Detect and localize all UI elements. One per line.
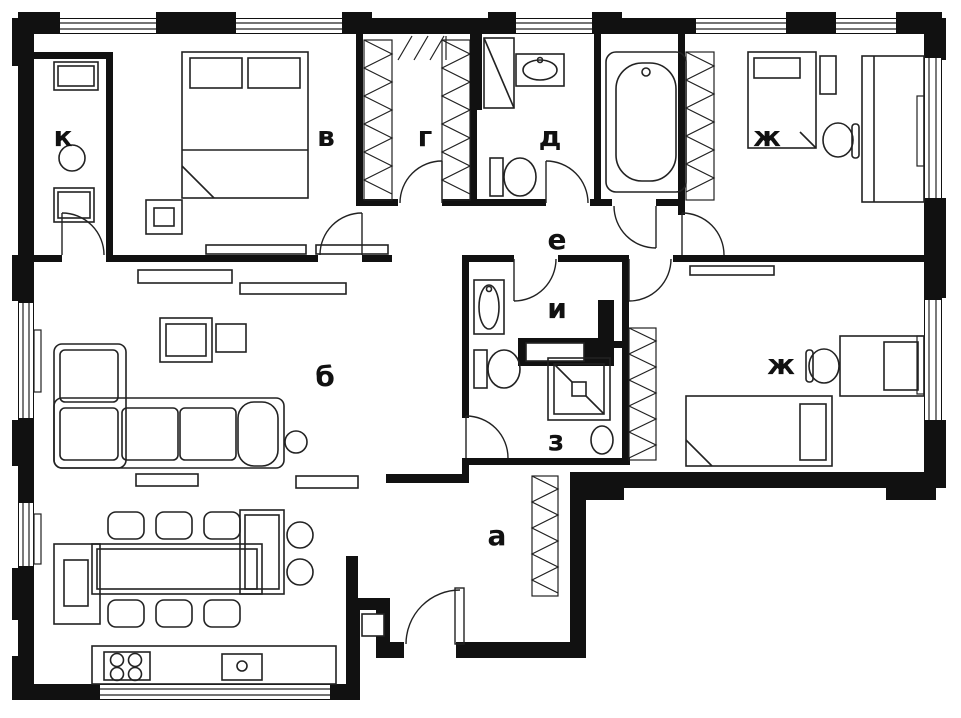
- bathtub: [605, 51, 687, 193]
- bed-single: [747, 51, 817, 149]
- wall-shelf: [689, 265, 775, 276]
- radiators: [33, 95, 925, 565]
- desk-chair: [805, 348, 840, 384]
- duct-box: [361, 613, 385, 637]
- desk-chair: [822, 122, 860, 159]
- cabinet: [159, 317, 213, 363]
- furniture-room-zh-top: [747, 51, 925, 203]
- nightstand: [145, 199, 183, 235]
- furniture-kitchen-dining: [53, 509, 337, 685]
- stool: [286, 521, 314, 549]
- furniture-room-z: [473, 349, 614, 455]
- nightstand: [819, 55, 837, 95]
- outer-walls: [18, 18, 942, 700]
- small-sink: [590, 425, 614, 455]
- room-label-e: е: [548, 223, 567, 256]
- furniture-room-b: [53, 269, 359, 489]
- window-desk: [861, 55, 925, 203]
- duct: [598, 300, 614, 340]
- desk: [839, 335, 925, 397]
- room-label-z: з: [548, 424, 564, 457]
- dining-table: [91, 543, 263, 595]
- door-room-z: [465, 415, 509, 459]
- furniture-room-v: [145, 51, 389, 255]
- closet-zh-top: [684, 51, 716, 201]
- room-label-a: а: [488, 519, 507, 552]
- furniture-room-i: [473, 279, 614, 366]
- furniture-room-zh-bottom: [685, 265, 925, 467]
- media-console: [239, 282, 347, 295]
- side-table: [284, 430, 308, 454]
- door-room-k: [61, 212, 105, 256]
- door-room-v: [319, 212, 363, 256]
- closet-zh-bottom: [627, 327, 658, 461]
- entrance-door: [405, 587, 465, 645]
- tv-console: [205, 244, 389, 255]
- cabinet-small: [215, 323, 247, 353]
- room-label-d: д: [539, 120, 562, 153]
- bed-single: [685, 395, 833, 467]
- furniture-bathroom: [605, 51, 687, 193]
- shower: [547, 357, 611, 421]
- kitchen-counter: [91, 645, 337, 685]
- furniture-room-d: [470, 34, 565, 197]
- bed-double: [181, 51, 309, 199]
- door-bathroom: [613, 205, 657, 249]
- closet-hall-a: [530, 475, 560, 597]
- closet-g-left: [362, 39, 394, 201]
- room-label-g: г: [418, 120, 433, 153]
- duct: [470, 34, 482, 110]
- room-label-v: в: [317, 120, 335, 153]
- kitchen-island: [239, 509, 285, 595]
- room-label-zh-top: ж: [753, 120, 781, 153]
- stove: [103, 651, 151, 681]
- interior-walls: [34, 34, 924, 483]
- room-label-k: к: [53, 120, 72, 153]
- door-room-g: [399, 160, 443, 204]
- toilet: [489, 157, 537, 197]
- door-room-zh-bottom: [628, 258, 672, 302]
- sink: [473, 279, 505, 335]
- sideboard: [135, 473, 199, 487]
- desk: [53, 543, 101, 625]
- room-label-zh-bottom: ж: [767, 348, 795, 381]
- windows: [19, 19, 941, 699]
- room-labels: к в г д е ж и б ж з а: [53, 120, 795, 552]
- stool: [286, 558, 314, 586]
- door-room-zh-top: [681, 212, 725, 256]
- toilet: [473, 349, 521, 389]
- media-console: [137, 269, 233, 284]
- sofa: [53, 343, 285, 469]
- door-room-i: [513, 258, 557, 302]
- furniture-room-k: [53, 61, 99, 223]
- sideboard: [295, 475, 359, 489]
- dining-chairs: [107, 511, 241, 628]
- wall-piers: [12, 12, 946, 700]
- kitchen-sink: [221, 653, 263, 681]
- counter-sink: [525, 342, 585, 362]
- sink: [515, 53, 565, 87]
- closet-rod-hatch: [397, 35, 447, 61]
- room-label-i: и: [547, 292, 567, 325]
- door-room-d: [545, 160, 589, 204]
- closet-g-right: [440, 39, 472, 201]
- room-label-b: б: [315, 360, 335, 393]
- closets: [362, 35, 716, 597]
